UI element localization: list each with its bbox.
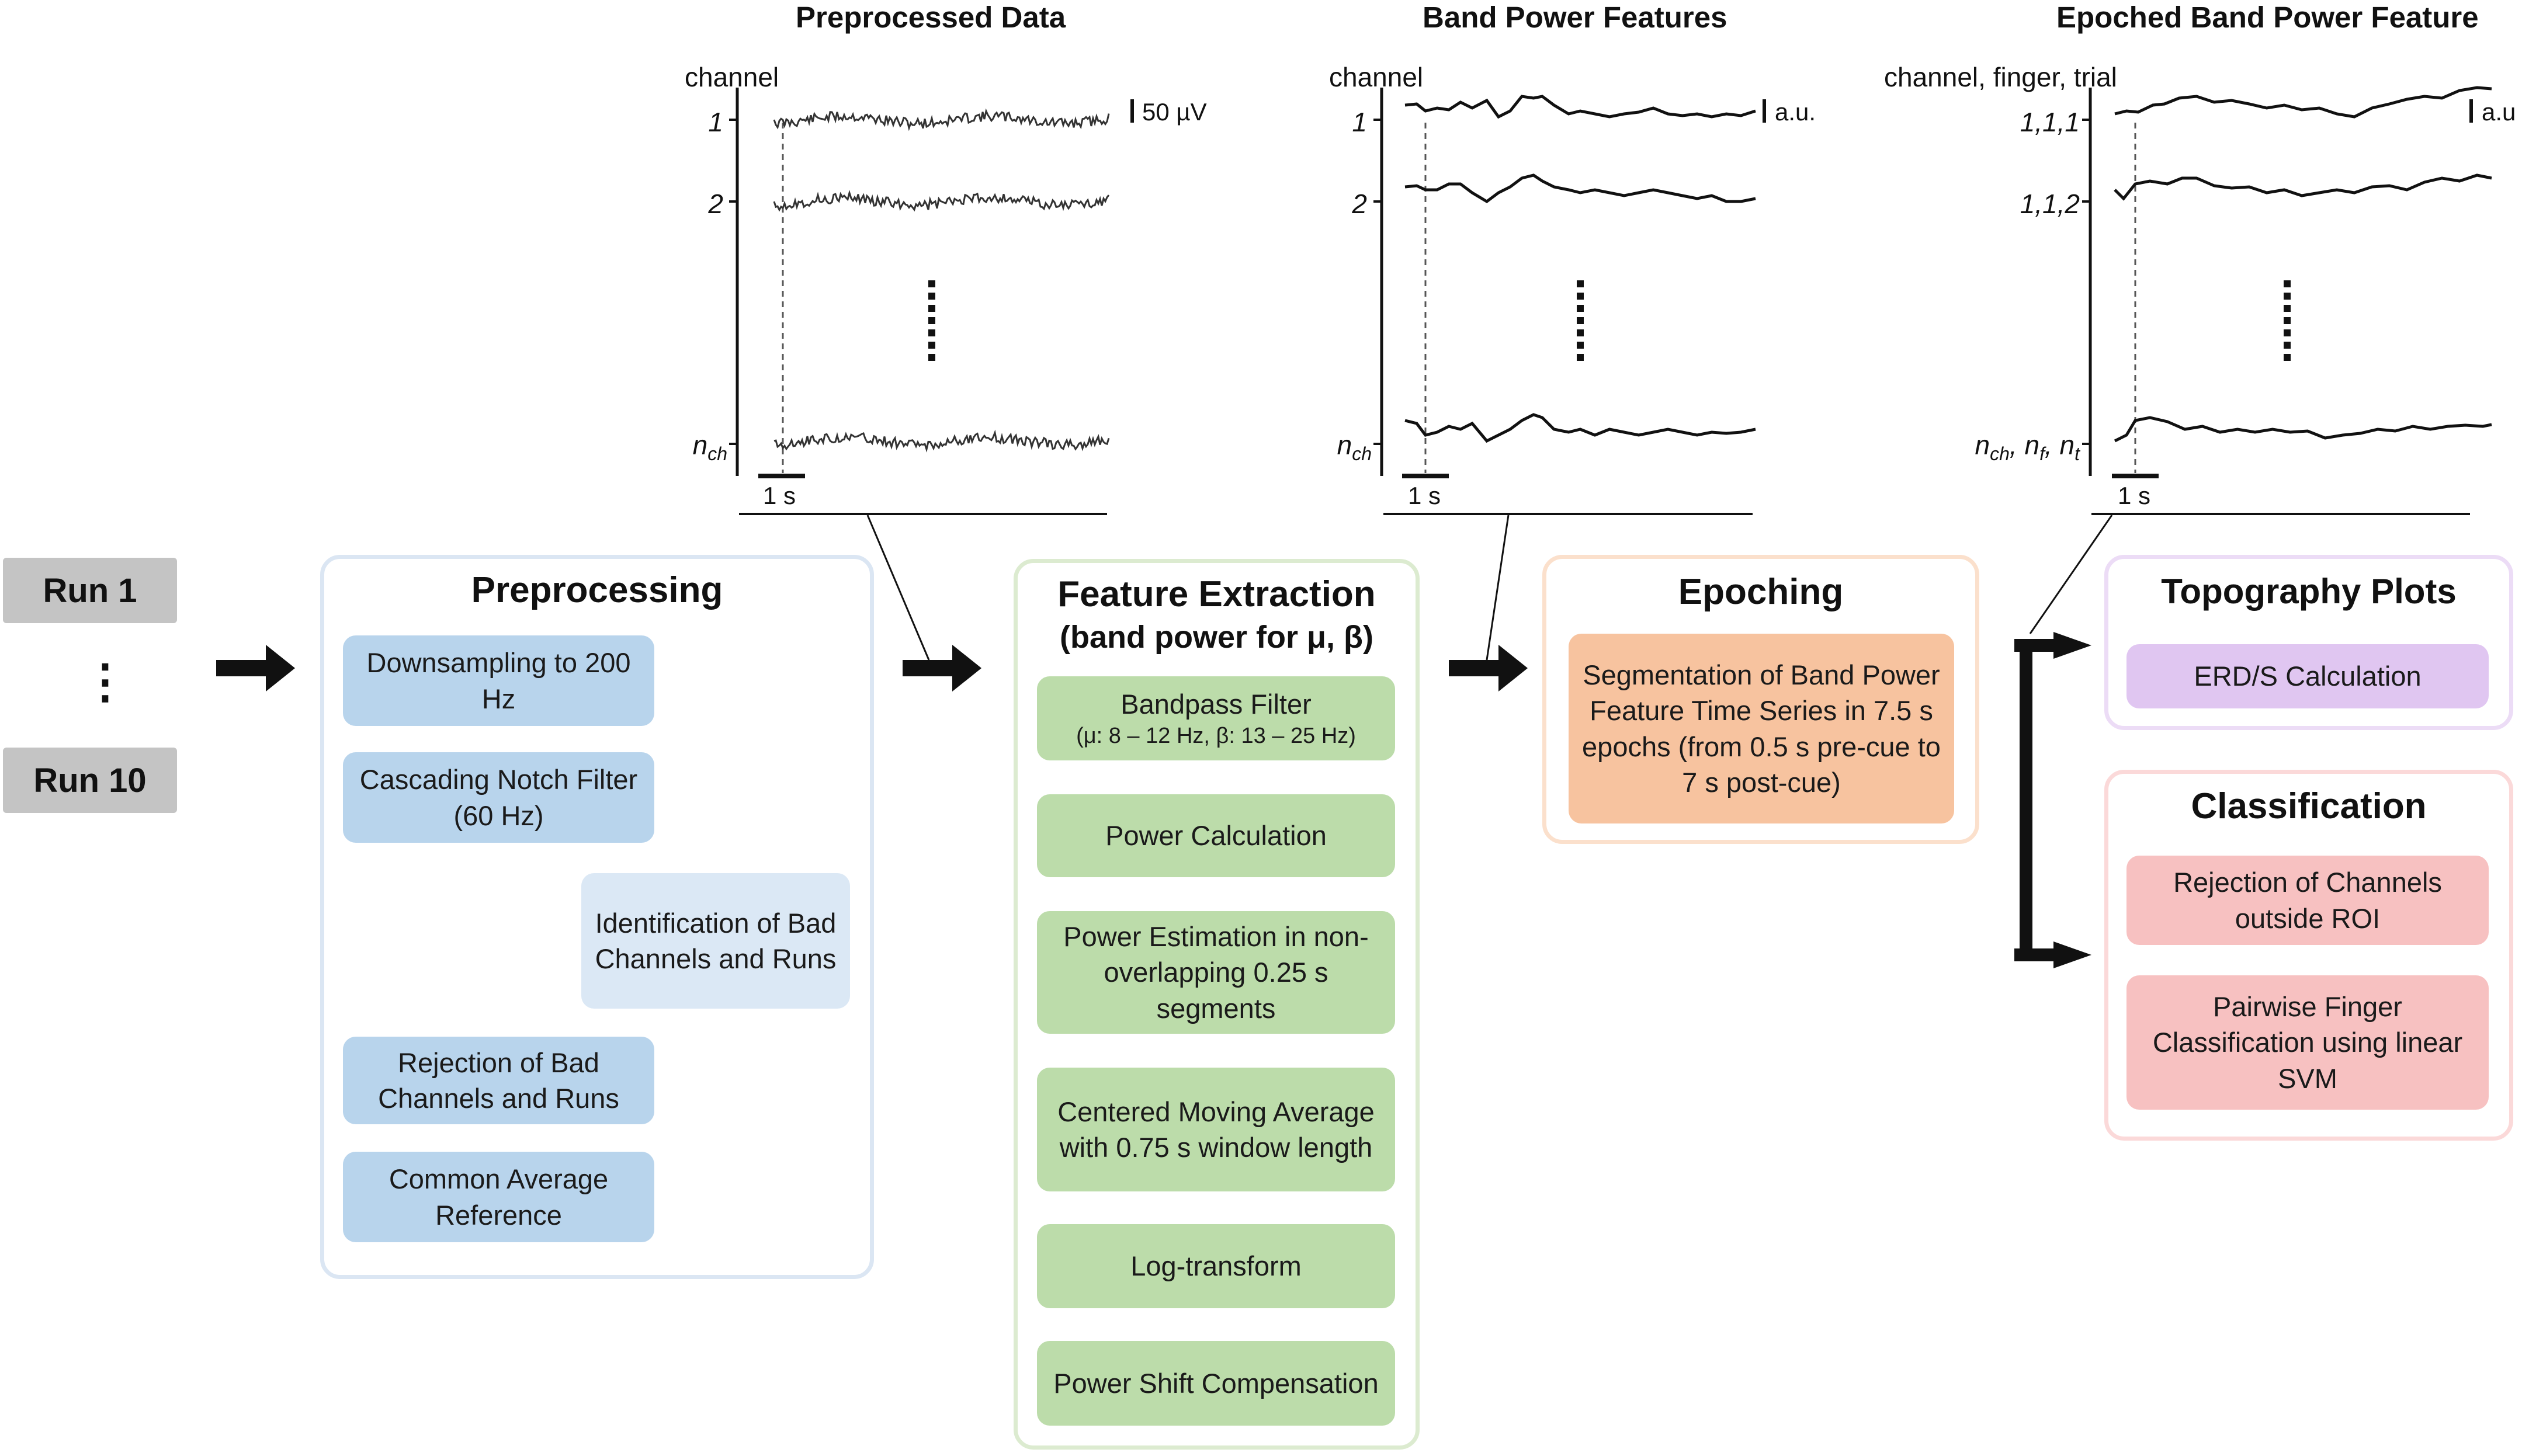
run-1-box: Run 1 bbox=[3, 558, 177, 623]
common-average-reference-step: Common Average Reference bbox=[343, 1152, 654, 1242]
preprocessed-scale: 50 µV bbox=[1142, 98, 1207, 126]
preprocessed-tick-1: 1 bbox=[708, 107, 723, 137]
notch-filter-step: Cascading Notch Filter (60 Hz) bbox=[343, 752, 654, 843]
bandpower-scale: a.u. bbox=[1775, 98, 1816, 126]
segmentation-step: Segmentation of Band Power Feature Time … bbox=[1569, 634, 1954, 823]
channel-1-trace bbox=[773, 108, 1110, 131]
power-calculation-step: Power Calculation bbox=[1037, 794, 1395, 877]
epoched-tick-2: 1,1,2 bbox=[2020, 189, 2080, 219]
ep-trial-n-trace bbox=[2114, 416, 2492, 443]
epoched-tick-n: nch, nf, nt bbox=[1975, 430, 2080, 465]
ep-trial-2-trace bbox=[2114, 173, 2492, 201]
bad-channel-identification-step: Identification of Bad Channels and Runs bbox=[581, 873, 850, 1009]
preprocessed-time: 1 s bbox=[763, 482, 796, 509]
preprocessing-title: Preprocessing bbox=[471, 570, 723, 610]
bandpower-plot bbox=[1373, 88, 1766, 515]
feature-extraction-subtitle: (band power for μ, β) bbox=[1060, 620, 1373, 655]
svm-classification-step: Pairwise Finger Classification using lin… bbox=[2126, 975, 2489, 1110]
flow-arrows bbox=[216, 645, 1528, 691]
epoched-ylabel: channel, finger, trial bbox=[1884, 62, 2117, 92]
epoched-plot bbox=[2082, 86, 2492, 515]
preprocessed-tick-2: 2 bbox=[708, 189, 723, 219]
bandpower-tick-2: 2 bbox=[1352, 189, 1367, 219]
power-shift-step: Power Shift Compensation bbox=[1037, 1341, 1395, 1426]
preprocessed-plot bbox=[729, 88, 1134, 515]
bandpower-tick-1: 1 bbox=[1352, 107, 1367, 137]
bandpower-time: 1 s bbox=[1408, 482, 1441, 509]
run-10-box: Run 10 bbox=[3, 748, 177, 813]
bandpower-ylabel: channel bbox=[1329, 62, 1424, 92]
feature-extraction-title: Feature Extraction bbox=[1057, 574, 1376, 614]
epoched-tick-1: 1,1,1 bbox=[2020, 107, 2080, 137]
bandpass-filter-label: Bandpass Filter bbox=[1120, 688, 1312, 720]
topography-title: Topography Plots bbox=[2161, 572, 2457, 611]
channel-nch-trace bbox=[773, 429, 1110, 453]
plot2-connector bbox=[1486, 515, 1510, 661]
erds-calculation-step: ERD/S Calculation bbox=[2126, 644, 2489, 708]
bad-channel-rejection-step: Rejection of Bad Channels and Runs bbox=[343, 1037, 654, 1124]
classification-title: Classification bbox=[2191, 786, 2427, 826]
bp-channel-nch-trace bbox=[1404, 413, 1756, 443]
bandpass-filter-bands: (μ: 8 – 12 Hz, β: 13 – 25 Hz) bbox=[1076, 723, 1356, 748]
epoched-scale: a.u bbox=[2482, 98, 2516, 126]
preprocessed-title: Preprocessed Data bbox=[796, 1, 1066, 34]
bp-channel-2-trace bbox=[1404, 173, 1756, 204]
branch-arrow bbox=[2014, 632, 2091, 968]
roi-rejection-step: Rejection of Channels outside ROI bbox=[2126, 856, 2489, 945]
bandpower-tick-nch: nch bbox=[1337, 430, 1372, 465]
runs-ellipsis: ⋮ bbox=[82, 655, 129, 707]
bandpass-filter-step: Bandpass Filter (μ: 8 – 12 Hz, β: 13 – 2… bbox=[1037, 676, 1395, 760]
preprocessed-ylabel: channel bbox=[685, 62, 779, 92]
epoched-title: Epoched Band Power Feature bbox=[2056, 1, 2479, 34]
epoching-title: Epoching bbox=[1678, 572, 1844, 612]
ep-trial-1-trace bbox=[2114, 86, 2492, 119]
moving-average-step: Centered Moving Average with 0.75 s wind… bbox=[1037, 1068, 1395, 1191]
epoched-time: 1 s bbox=[2118, 482, 2151, 509]
channel-2-trace bbox=[773, 190, 1110, 212]
bp-channel-1-trace bbox=[1404, 95, 1756, 119]
plot3-connector bbox=[2029, 515, 2113, 634]
log-transform-step: Log-transform bbox=[1037, 1224, 1395, 1308]
power-estimation-step: Power Estimation in non-overlapping 0.25… bbox=[1037, 911, 1395, 1034]
bandpower-title: Band Power Features bbox=[1423, 1, 1727, 34]
downsampling-step: Downsampling to 200 Hz bbox=[343, 635, 654, 726]
plot1-connector bbox=[866, 515, 930, 661]
preprocessed-tick-nch: nch bbox=[692, 430, 727, 465]
